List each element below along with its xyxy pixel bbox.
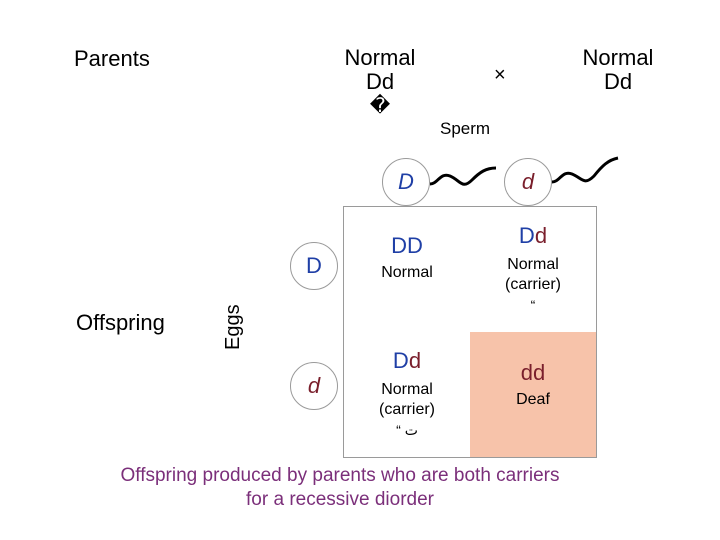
punnett-cell-dd: dd Deaf xyxy=(470,332,596,457)
parent-male-genotype: Dd xyxy=(603,69,633,94)
parent-male: Normal Dd xyxy=(568,46,668,94)
parent-female: Normal Dd � xyxy=(330,46,430,118)
parent-female-phenotype: Normal xyxy=(344,45,416,70)
caption: Offspring produced by parents who are bo… xyxy=(60,464,620,512)
egg-allele-d-text: d xyxy=(307,373,321,398)
parents-label: Parents xyxy=(74,46,150,71)
cell-phenotype: Normal xyxy=(381,264,433,281)
cell-genotype: DD xyxy=(391,233,423,258)
punnett-square: DD Normal Dd Normal (carrier) “ Dd Norma… xyxy=(343,206,597,458)
caption-line-2: for a recessive diorder xyxy=(246,489,434,510)
cell-phenotype-carrier: (carrier) xyxy=(379,401,435,418)
cell-mark: “ ت xyxy=(396,422,418,438)
cell-phenotype: Normal xyxy=(381,381,433,398)
sperm-tail-icon xyxy=(551,156,619,184)
egg-allele-D-text: D xyxy=(306,253,322,278)
caption-line-1: Offspring produced by parents who are bo… xyxy=(120,465,560,486)
cell-mark: “ xyxy=(530,297,536,313)
parent-male-phenotype: Normal xyxy=(582,45,654,70)
sperm-tail-icon xyxy=(429,166,497,186)
eggs-label: Eggs xyxy=(222,304,244,350)
punnett-cell-DD: DD Normal xyxy=(344,207,470,332)
cell-phenotype-carrier: (carrier) xyxy=(505,276,561,293)
sperm-label: Sperm xyxy=(440,119,491,138)
sperm-allele-d-text: d xyxy=(521,169,535,194)
parent-female-genotype: Dd xyxy=(365,69,395,94)
egg-allele-D: D xyxy=(290,242,338,290)
offspring-label: Offspring xyxy=(76,310,165,335)
cell-genotype: dd xyxy=(520,360,546,385)
female-symbol-icon: � xyxy=(369,95,391,117)
punnett-cell-Dd-bottom: Dd Normal (carrier) “ ت xyxy=(344,332,470,457)
cell-phenotype: Deaf xyxy=(516,391,550,408)
cell-phenotype: Normal xyxy=(507,256,559,273)
punnett-cell-Dd-top: Dd Normal (carrier) “ xyxy=(470,207,596,332)
cross-symbol: × xyxy=(494,64,506,86)
egg-allele-d: d xyxy=(290,362,338,410)
sperm-allele-d: d xyxy=(504,158,552,206)
sperm-allele-D: D xyxy=(382,158,430,206)
cell-genotype: Dd xyxy=(392,348,422,373)
cell-genotype: Dd xyxy=(518,223,548,248)
sperm-allele-D-text: D xyxy=(398,169,414,194)
